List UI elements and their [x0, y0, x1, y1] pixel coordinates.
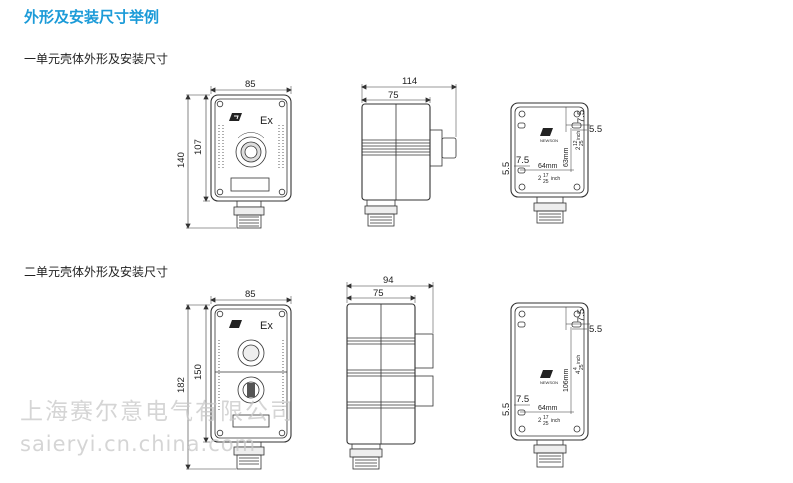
unit2-back-inch-word: inch [551, 418, 560, 424]
unit1-back-vert-inch-word: inch [576, 131, 582, 140]
section-title-two-unit: 二单元壳体外形及安装尺寸 [24, 265, 169, 279]
brand-logo-icon [229, 113, 242, 121]
unit1-front-height-outer-label: 140 [176, 152, 187, 168]
unit1-back-vert-inch-whole: 2 [576, 146, 582, 150]
unit1-back-inch-word: inch [551, 176, 560, 182]
page-title: 外形及安装尺寸举例 [24, 8, 160, 26]
unit2-side-view: 94 75 [346, 275, 434, 470]
unit1-back-inch-whole: 2 [538, 176, 542, 182]
brand-logo-icon [540, 370, 553, 378]
unit1-back-left-v-label: 5.5 [501, 162, 512, 175]
unit2-back-64-label: 64mm [538, 405, 558, 412]
unit2-back-view: NEWSON 7.5 5.5 106mm 4 4 25 inch 7.5 5.5… [501, 302, 602, 468]
unit2-ex-mark: Ex [260, 320, 273, 332]
unit1-back-vert-mm: 63mm [563, 147, 570, 167]
unit2-back-right-label: 5.5 [589, 324, 602, 335]
unit1-back-vert-frac-top: 12 [573, 140, 579, 146]
unit2-back-left-v-label: 5.5 [501, 403, 512, 416]
unit1-back-inch-frac-top: 17 [543, 173, 549, 179]
unit1-back-top-label: 7.5 [576, 110, 587, 123]
unit2-back-vert-frac-bot: 25 [579, 364, 585, 370]
unit2-side-body-label: 75 [373, 288, 384, 299]
unit2-front-height-outer-label: 182 [176, 377, 187, 393]
unit1-side-total-label: 114 [402, 76, 417, 87]
unit2-side-total-label: 94 [383, 275, 394, 286]
unit2-back-vert-mm: 106mm [563, 368, 570, 392]
unit2-back-top-label: 7.5 [576, 309, 587, 322]
unit1-back-inch-frac-bot: 25 [543, 179, 549, 185]
unit2-back-vert-inch-whole: 4 [576, 370, 582, 374]
unit1-front-width-label: 85 [245, 79, 256, 90]
unit2-back-vert-inch-word: inch [576, 355, 582, 364]
unit2-back-inch-whole: 2 [538, 418, 542, 424]
svg-text:NEWSON: NEWSON [540, 380, 558, 385]
unit1-back-right-label: 5.5 [589, 124, 602, 135]
unit2-back-inch-frac-top: 17 [543, 415, 549, 421]
unit2-back-left-h-label: 7.5 [516, 394, 529, 405]
section-title-one-unit: 一单元壳体外形及安装尺寸 [24, 52, 169, 66]
unit2-back-inch-frac-bot: 25 [543, 421, 549, 427]
unit2-front-view: Ex 85 182 150 [176, 289, 292, 470]
unit1-ex-mark: Ex [260, 115, 273, 127]
unit1-back-view: NEWSON 7.5 5.5 63mm 2 12 25 inch 7.5 5.5… [501, 102, 602, 224]
unit1-back-64-label: 64mm [538, 163, 558, 170]
unit2-back-vert-frac-top: 4 [573, 367, 579, 370]
brand-logo-icon [540, 128, 553, 136]
brand-logo-icon [229, 320, 242, 328]
unit1-side-view: 114 75 [361, 76, 457, 227]
svg-text:NEWSON: NEWSON [540, 138, 558, 143]
unit2-front-height-inner-label: 150 [193, 364, 204, 380]
unit1-front-height-inner-label: 107 [193, 139, 204, 155]
unit2-front-width-label: 85 [245, 289, 256, 300]
unit1-back-vert-frac-bot: 25 [579, 140, 585, 146]
unit1-back-left-h-label: 7.5 [516, 155, 529, 166]
unit1-front-view: Ex 85 140 107 [176, 79, 292, 229]
unit1-side-body-label: 75 [388, 90, 399, 101]
